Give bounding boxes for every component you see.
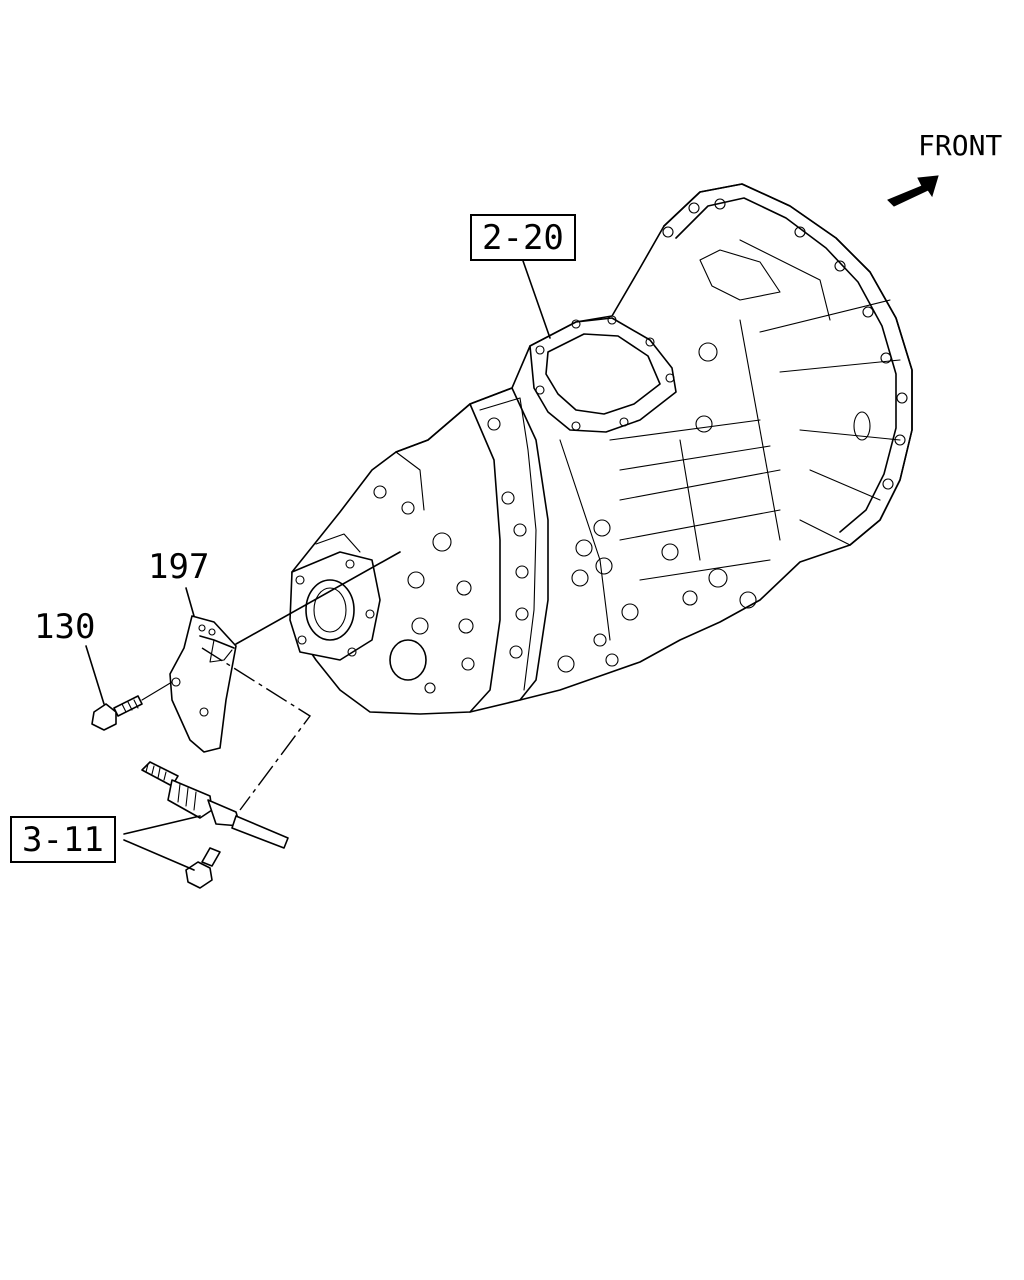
assembly-line xyxy=(201,647,312,811)
callout-2-20: 2-20 xyxy=(470,214,576,261)
leader-3-11-bolt xyxy=(123,839,195,871)
leader-197 xyxy=(185,587,195,617)
leader-bolt-to-bracket xyxy=(141,681,173,701)
leader-2-20 xyxy=(521,257,551,339)
sensor-3-11 xyxy=(141,761,289,849)
leader-bracket-to-case xyxy=(235,551,401,645)
leader-130 xyxy=(85,645,105,705)
transmission-assembly xyxy=(289,183,913,715)
part-number-197: 197 xyxy=(148,547,210,587)
callout-3-11: 3-11 xyxy=(10,816,116,863)
bracket-197 xyxy=(169,615,237,753)
leader-3-11-sensor xyxy=(123,815,201,835)
front-arrow-icon xyxy=(887,175,939,207)
front-direction-label: FRONT xyxy=(918,129,1003,162)
part-number-130: 130 xyxy=(34,607,96,647)
bolt-130 xyxy=(91,695,143,731)
